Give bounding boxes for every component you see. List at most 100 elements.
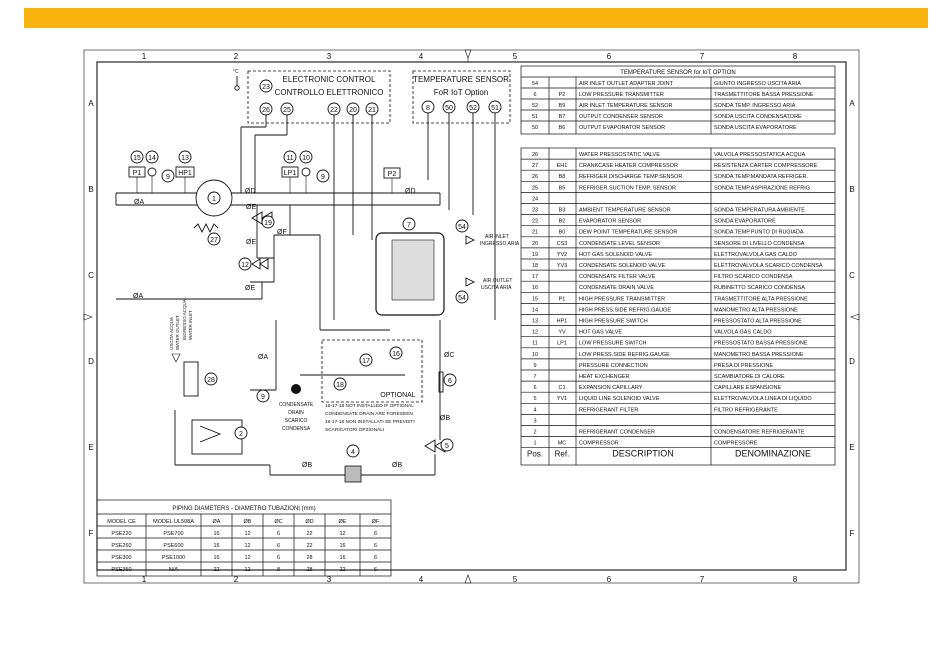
svg-text:1: 1: [142, 575, 147, 584]
svg-text:1: 1: [142, 52, 147, 61]
piping-cell: PSE220: [111, 531, 131, 537]
part-denomination: COMPRESSORE: [714, 441, 758, 447]
piping-cell: 6: [374, 543, 377, 549]
svg-text:ØF: ØF: [277, 229, 287, 236]
part-ref: CS3: [557, 241, 568, 247]
svg-text:3: 3: [327, 52, 332, 61]
part-description: REFRIGERANT CONDENSER: [579, 430, 655, 436]
svg-text:USCITA ACQUA: USCITA ACQUA: [169, 317, 174, 350]
svg-text:9: 9: [321, 174, 325, 181]
header-ref: Ref.: [555, 450, 570, 459]
svg-text:51: 51: [491, 105, 499, 112]
sensor-ref: B9: [559, 103, 566, 109]
sensor-description: AIR INLET OUTLET ADAPTER JOINT: [579, 81, 674, 87]
electronic-control-subtitle: CONTROLLO ELETTRONICO: [275, 88, 384, 97]
sensor-pos: 54: [532, 81, 538, 87]
piping-cell: PSE300: [111, 555, 131, 561]
part-denomination: SONDA EVAPORATORE: [714, 219, 776, 225]
part-denomination: SONDA TEMP.PUNTO DI RUGIADA: [714, 230, 804, 236]
part-description: WATER PRESSOSTATIC VALVE: [579, 152, 660, 158]
piping-header-cell: ØA: [213, 519, 221, 525]
sensor-denomination: SONDA TEMP. INGRESSO ARIA: [714, 103, 796, 109]
piping-cell: 6: [374, 555, 377, 561]
part-ref: B8: [559, 174, 566, 180]
svg-text:1: 1: [212, 196, 216, 203]
part-denomination: VALVOLA PRESSOSTATICA ACQUA: [714, 152, 806, 158]
svg-text:8: 8: [426, 105, 430, 112]
svg-text:F: F: [89, 529, 94, 538]
part-description: HIGH PRESS.SIDE REFRIG.GAUGE: [579, 307, 671, 313]
svg-text:18: 18: [336, 382, 344, 389]
svg-text:F: F: [850, 529, 855, 538]
part-denomination: SENSORE DI LIVELLO CONDENSA: [714, 241, 805, 247]
part-denomination: ELETTROVALVOLA LINEA DI LIQUIDO: [714, 396, 812, 402]
svg-text:6: 6: [607, 575, 612, 584]
piping-cell: 16: [213, 531, 219, 537]
crankcase-heater-icon: 27: [193, 222, 221, 246]
svg-text:12: 12: [241, 262, 249, 269]
grid-columns-top: 1 2 3 4 5 6 7 8: [142, 52, 798, 61]
svg-text:27: 27: [210, 237, 218, 244]
part-denomination: RESISTENZA CARTER COMPRESSORE: [714, 163, 818, 169]
svg-text:ØE: ØE: [246, 239, 256, 246]
svg-text:16: 16: [392, 351, 400, 358]
piping-header-cell: MODEL UL508A: [153, 519, 194, 525]
part-description: DEW POINT TEMPERATURE SENSOR: [579, 230, 677, 236]
svg-text:4: 4: [419, 575, 424, 584]
svg-text:TEMPERATURE SENSOR for IoT OPT: TEMPERATURE SENSOR for IoT OPTION: [620, 70, 735, 76]
part-pos: 6: [533, 385, 536, 391]
part-denomination: ELETTROVALVOLA GAS CALDO: [714, 252, 798, 258]
part-pos: 9: [533, 363, 536, 369]
part-pos: 11: [532, 341, 538, 347]
control-connectors: 23 26 25 22 20 21 8 50 52 51: [259, 79, 502, 116]
sensor-denomination: TRASMETTITORE BASSA PRESSIONE: [714, 92, 814, 98]
piping-cell: 22: [213, 567, 219, 573]
part-pos: 15: [532, 296, 538, 302]
svg-text:54: 54: [458, 295, 466, 302]
part-description: REFRIGER.DISCHARGE TEMP.SENSOR: [579, 174, 682, 180]
part-description: HOT GAS SOLENOID VALVE: [579, 252, 652, 258]
part-ref: YV3: [557, 263, 567, 269]
svg-text:C: C: [849, 271, 855, 280]
svg-text:B: B: [88, 185, 93, 194]
svg-text:ØE: ØE: [246, 204, 256, 211]
svg-text:22: 22: [330, 107, 338, 114]
svg-text:PIPING DIAMETERS - DIAMETRO TU: PIPING DIAMETERS - DIAMETRO TUBAZIONI (m…: [172, 506, 315, 512]
part-denomination: CONDENSATORE REFRIGERANTE: [714, 430, 805, 436]
piping-cell: 8: [277, 567, 280, 573]
header-accent-bar: [24, 8, 928, 28]
header-pos: Pos.: [527, 450, 543, 459]
svg-text:54: 54: [458, 224, 466, 231]
svg-text:°C: °C: [233, 69, 239, 75]
part-description: AMBIENT TEMPERATURE SENSOR: [579, 208, 671, 214]
part-denomination: TRASMETTITORE ALTA PRESSIONE: [714, 296, 808, 302]
svg-text:ØB: ØB: [392, 462, 402, 469]
part-ref: B3: [559, 208, 566, 214]
svg-text:7: 7: [700, 52, 705, 61]
hot-gas-valves: 19 12: [238, 211, 275, 271]
part-description: EVAPORATOR SENSOR: [579, 219, 641, 225]
header-denomination: DENOMINAZIONE: [735, 449, 811, 459]
part-denomination: ELETTROVALVOLA SCARICO CONDENSA: [714, 263, 823, 269]
piping-header-cell: MODEL CE: [107, 519, 136, 525]
piping-cell: 16: [213, 543, 219, 549]
piping-cell: 16: [213, 555, 219, 561]
centering-marks: [83, 49, 860, 584]
part-denomination: MANOMETRO BASSA PRESSIONE: [714, 352, 804, 358]
part-ref: C1: [558, 385, 565, 391]
piping-header-cell: ØE: [339, 519, 347, 525]
part-description: HIGH PRESSURE TRANSMITTER: [579, 296, 665, 302]
part-description: CRANKCASE HEATER COMPRESSOR: [579, 163, 678, 169]
part-pos: 24: [532, 196, 538, 202]
svg-text:ØB: ØB: [440, 415, 450, 422]
svg-text:9: 9: [166, 174, 170, 181]
svg-text:2: 2: [234, 575, 239, 584]
part-ref: B2: [559, 219, 566, 225]
temperature-sensor-title: TEMPERATURE SENSOR: [413, 75, 509, 84]
part-description: PRESSURE CONNECTION: [579, 363, 648, 369]
electronic-control-title: ELECTRONIC CONTROL: [283, 75, 376, 84]
pipe-diameter-labels: ØA ØA ØA ØB ØB ØB ØC ØD ØD ØE ØE ØE ØF: [133, 188, 455, 469]
svg-text:13: 13: [181, 155, 189, 162]
